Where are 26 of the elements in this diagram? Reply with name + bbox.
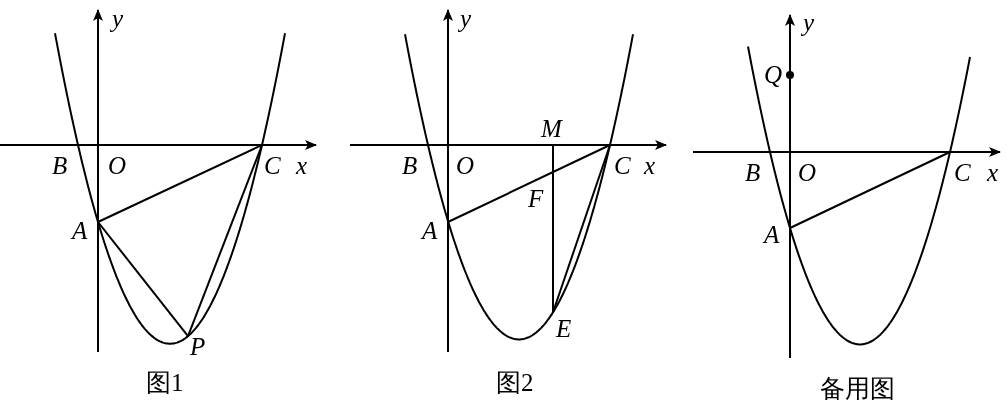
axis-label: x (644, 153, 656, 178)
point-label: A (764, 222, 780, 247)
figure-caption: 备用图 (820, 376, 895, 401)
axis-label: y (460, 6, 472, 31)
point-label: C (954, 160, 971, 185)
point-label: M (541, 116, 562, 141)
axis-label: y (112, 6, 124, 31)
axis-label: y (803, 10, 815, 35)
point-label: B (402, 153, 418, 178)
point-label: A (72, 218, 88, 243)
point-label: O (798, 160, 817, 185)
figure-caption: 图2 (496, 370, 534, 395)
point-label: Q (764, 62, 783, 87)
figure-caption: 图1 (146, 370, 184, 395)
point-label: C (264, 153, 281, 178)
point-label: O (108, 153, 127, 178)
axis-label: x (296, 153, 308, 178)
axis-label: x (987, 160, 999, 185)
point-label: E (556, 316, 572, 341)
point-label: P (190, 334, 206, 359)
point-label: B (745, 160, 761, 185)
point-label: F (528, 186, 544, 211)
point-label: O (456, 153, 475, 178)
point-label: C (614, 153, 631, 178)
point-label: A (422, 218, 438, 243)
point-label: B (52, 153, 68, 178)
